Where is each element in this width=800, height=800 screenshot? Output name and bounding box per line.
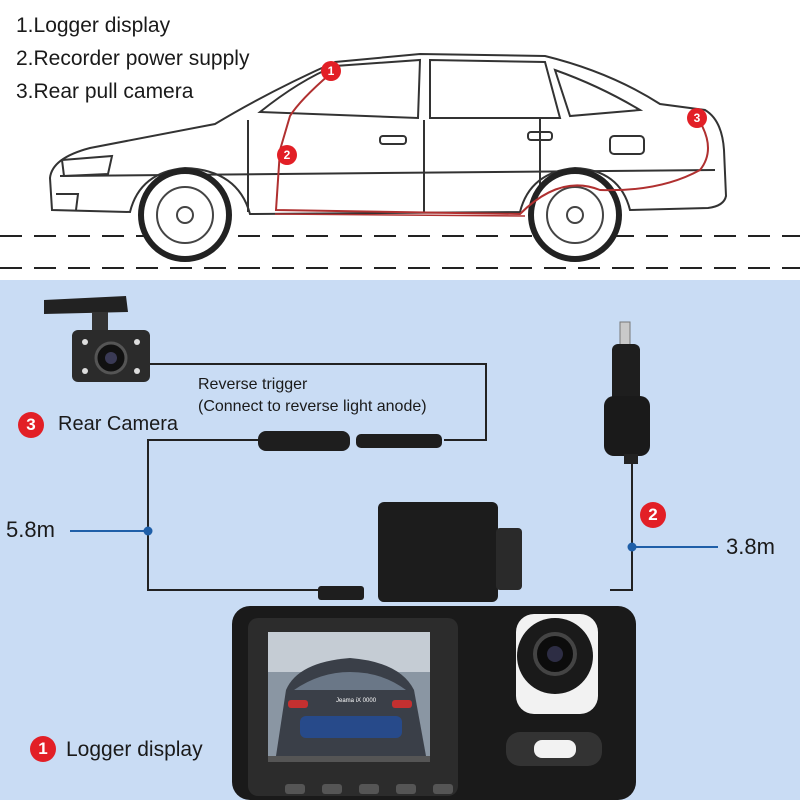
car-marker-2: 2 (277, 145, 297, 165)
logger-display-badge: 1 (30, 736, 56, 762)
cable-length-left: 5.8m (6, 517, 55, 542)
legend-item-power: 2.Recorder power supply (16, 47, 250, 70)
rear-camera-badge: 3 (18, 412, 44, 438)
legend-item-camera: 3.Rear pull camera (16, 80, 194, 103)
car-marker-1: 1 (321, 61, 341, 81)
dash-cam-screen (268, 632, 430, 762)
legend-item-logger: 1.Logger display (16, 14, 171, 37)
power-plug-device (604, 321, 650, 464)
marker-dot-right (627, 542, 637, 552)
car-outline (48, 52, 728, 216)
cable-length-right: 3.8m (726, 534, 775, 559)
car-marker-3: 3 (687, 108, 707, 128)
screen-plate-text: Jeama iX 0000 (336, 698, 377, 704)
reverse-trigger-note: (Connect to reverse light anode) (198, 398, 427, 415)
logger-display-label: Logger display (66, 738, 203, 761)
front-wheel (138, 168, 232, 262)
wiring-route (274, 73, 709, 216)
rear-wheel (528, 168, 622, 262)
power-supply-badge: 2 (640, 502, 666, 528)
rear-camera-label: Rear Camera (58, 413, 179, 435)
rear-camera-device (44, 296, 150, 382)
marker-dot-left (143, 526, 153, 536)
reverse-trigger-title: Reverse trigger (198, 376, 308, 393)
cable-connectors (258, 431, 442, 600)
wiring-sill (274, 213, 526, 217)
